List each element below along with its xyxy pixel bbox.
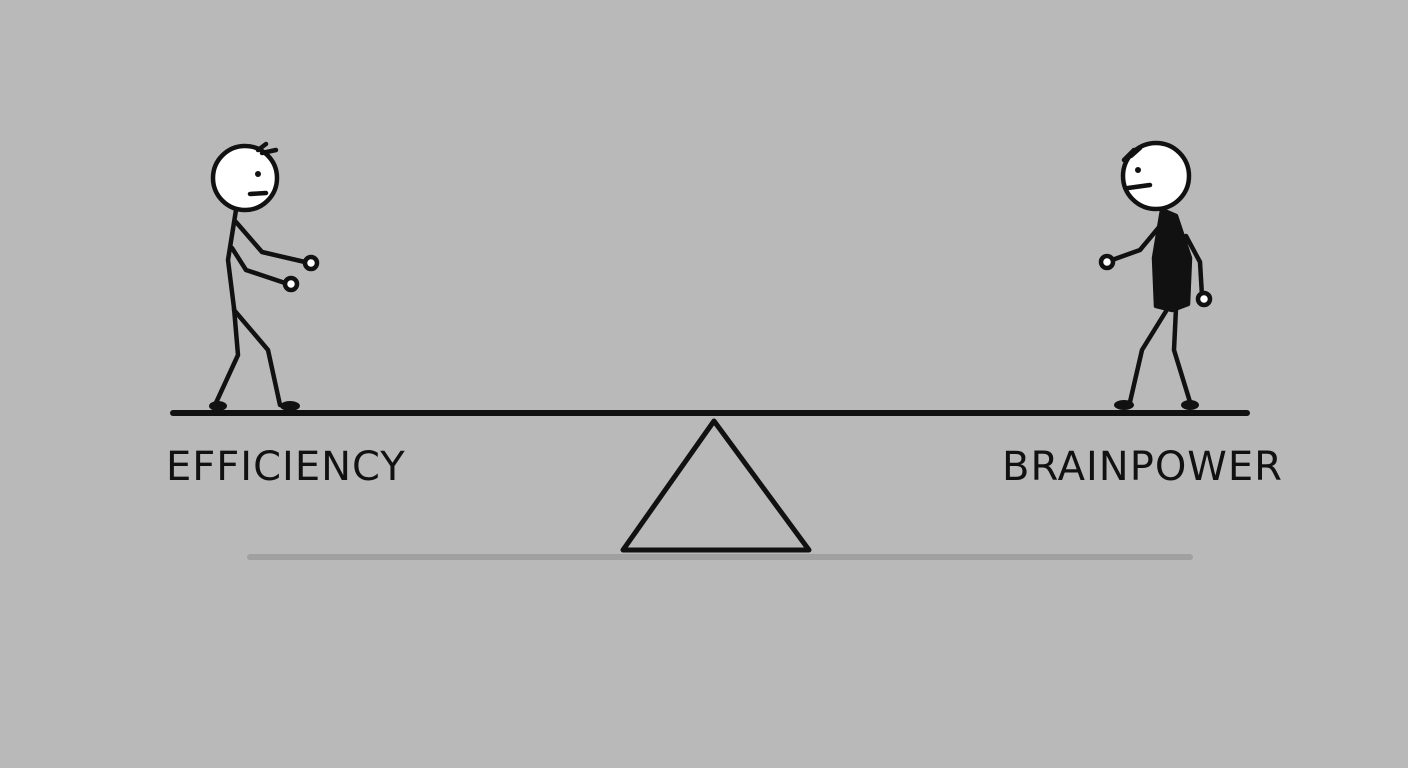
left-figure-foot-2 (280, 401, 300, 411)
left-figure-body (225, 207, 239, 311)
right-figure-foot-1 (1114, 400, 1134, 410)
left-figure-foot-1 (209, 401, 227, 411)
left-figure-arm-lower (229, 245, 288, 286)
right-figure-head (1120, 140, 1192, 212)
left-figure-hair (255, 141, 279, 156)
left-figure-hand-2 (282, 275, 300, 293)
left-stick-figure (209, 141, 320, 411)
right-figure-leg-2 (1171, 305, 1193, 405)
right-figure-foot-2 (1181, 400, 1199, 410)
left-figure-leg-2 (231, 307, 283, 408)
left-figure-eye (255, 171, 261, 177)
left-figure-mouth (247, 190, 269, 197)
right-figure-hair (1121, 145, 1143, 163)
right-figure-hand-2 (1195, 290, 1213, 308)
right-figure-eye (1135, 167, 1141, 173)
right-figure-hand-1 (1098, 253, 1116, 271)
brainpower-label: BRAINPOWER (1002, 444, 1283, 490)
left-figure-leg-1 (212, 305, 241, 408)
left-figure-arm-upper (233, 219, 308, 265)
right-figure-arm-left (1109, 223, 1163, 263)
left-figure-hand-1 (302, 254, 320, 272)
fulcrum-triangle (620, 418, 812, 553)
left-figure-head (210, 143, 280, 213)
efficiency-label: EFFICIENCY (166, 444, 406, 490)
right-stick-figure (1098, 140, 1213, 410)
right-figure-torso (1151, 207, 1193, 313)
right-figure-mouth (1125, 182, 1153, 191)
right-figure-leg-1 (1127, 305, 1171, 405)
right-figure-arm-right (1183, 233, 1205, 299)
